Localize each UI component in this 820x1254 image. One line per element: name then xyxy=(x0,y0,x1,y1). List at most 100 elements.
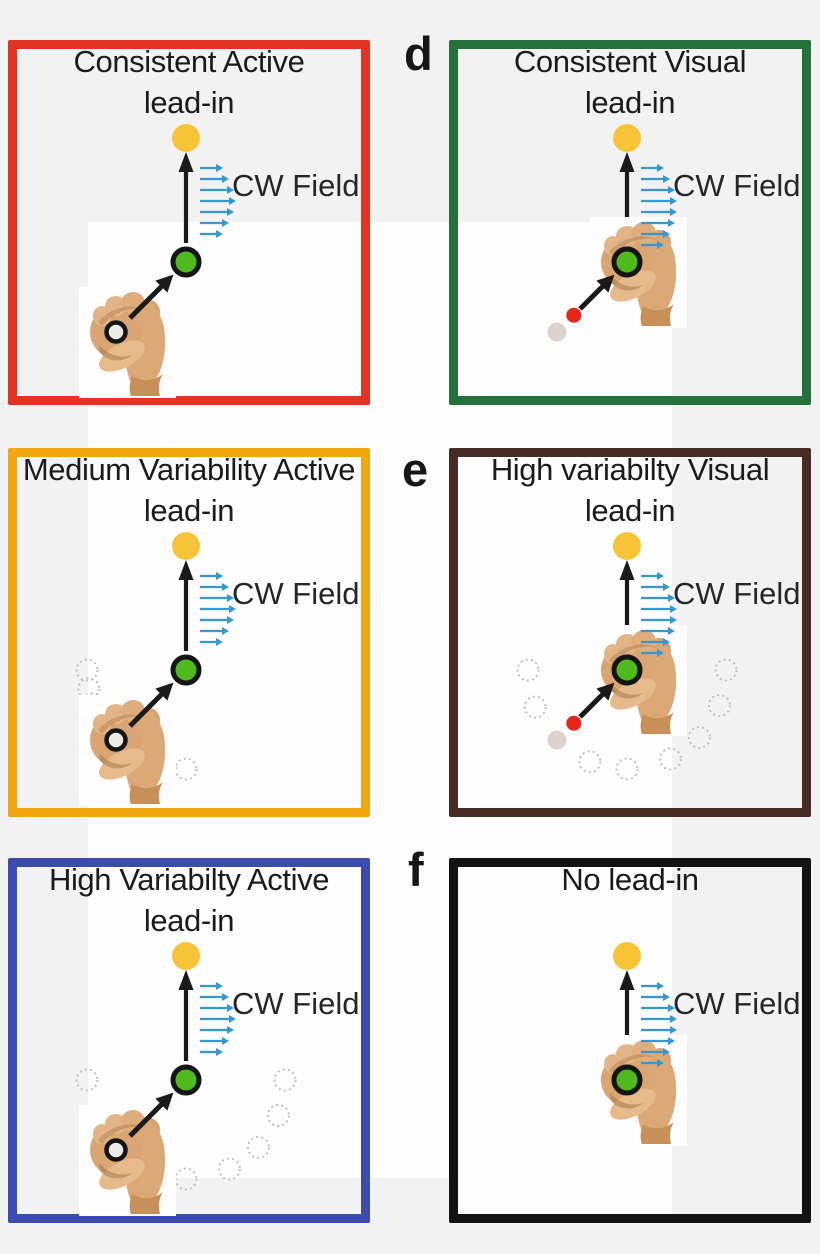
cw-field-label: CW Field xyxy=(232,168,360,203)
field-arrow-icon xyxy=(641,230,670,238)
field-arrow-icon xyxy=(641,241,664,249)
panel-title-line2: lead-in xyxy=(143,493,235,528)
field-arrow-icon xyxy=(641,1004,675,1012)
field-arrow-icon xyxy=(200,208,234,216)
cw-field-label-line1: CW xyxy=(232,986,284,1021)
field-arrow-icon xyxy=(200,1037,229,1045)
panel-letter-d: d xyxy=(404,27,433,80)
cw-field-arrows-icon xyxy=(641,982,677,1067)
start-distribution-circle xyxy=(523,695,547,719)
field-arrow-icon xyxy=(200,186,234,194)
panel-title: Medium Variability Active lead-in xyxy=(17,449,361,531)
field-arrow-icon xyxy=(641,1059,664,1067)
panel-border xyxy=(449,858,811,1223)
panel-letter-f: f xyxy=(408,843,424,896)
cw-field-label: CW Field xyxy=(232,578,359,609)
field-arrow-icon xyxy=(641,1048,670,1056)
reach-arrow-icon xyxy=(178,970,194,1061)
cw-field-label-line1: CW xyxy=(673,168,725,203)
via-target-circle xyxy=(170,246,202,278)
start-distribution-circle xyxy=(246,1136,270,1159)
panel-letter-e: e xyxy=(402,443,429,496)
lead-in-arrow-icon xyxy=(128,682,174,728)
field-arrow-icon xyxy=(641,219,675,227)
field-arrow-icon xyxy=(641,572,664,580)
field-arrow-icon xyxy=(200,594,234,602)
panel-border xyxy=(8,858,370,1223)
field-arrow-icon xyxy=(641,627,675,635)
hand-icon xyxy=(590,1035,687,1146)
start-dot xyxy=(547,322,567,342)
start-distribution-circle xyxy=(714,658,738,682)
field-arrow-icon xyxy=(200,1026,234,1034)
panel-title-line1: High Variabilty Active xyxy=(48,862,330,897)
cw-field-label: CW Field xyxy=(673,986,801,1021)
hand-icon xyxy=(79,695,176,806)
field-arrow-icon xyxy=(641,164,664,172)
panel-title: High variabilty Visual lead-in xyxy=(458,449,802,531)
panel-title-line2: lead-in xyxy=(143,903,235,938)
field-arrow-icon xyxy=(641,616,677,624)
start-circle xyxy=(104,320,128,344)
cursor-dot xyxy=(566,307,582,323)
final-target-circle xyxy=(172,942,200,970)
via-target-circle xyxy=(611,1064,643,1096)
cw-field-label-line2: Field xyxy=(292,168,360,203)
cw-field-arrows-icon xyxy=(200,572,236,646)
condition-panel-5: High Variabilty Active lead-in CW Field xyxy=(8,858,370,1223)
start-distribution-circle xyxy=(687,726,711,749)
panel-graphic xyxy=(75,532,236,806)
panel-graphic xyxy=(590,942,687,1146)
hand-icon xyxy=(79,1105,176,1216)
field-arrow-icon xyxy=(641,208,677,216)
field-arrow-icon xyxy=(641,638,670,646)
field-arrow-icon xyxy=(200,1004,234,1012)
start-distribution-circle xyxy=(174,757,198,781)
start-distribution-circle xyxy=(75,658,99,682)
field-arrow-icon xyxy=(200,219,229,227)
cw-field-arrows-icon xyxy=(641,572,677,657)
cw-field-label-line2: Field xyxy=(292,986,360,1021)
hand-icon xyxy=(590,625,687,736)
field-arrow-icon xyxy=(641,993,670,1001)
cw-field-label-line2: Field xyxy=(733,576,801,611)
cw-field-arrows-icon xyxy=(200,164,236,238)
start-distribution-circle xyxy=(516,658,540,682)
start-dot xyxy=(547,730,567,750)
cw-field-label: CW Field xyxy=(673,168,800,203)
field-arrow-icon xyxy=(641,1037,675,1045)
panel-title-line1: No lead-in xyxy=(561,862,699,897)
hand-icon xyxy=(590,217,687,328)
panel-title-line1: Medium Variability Active xyxy=(22,452,356,487)
panel-graphic xyxy=(516,532,738,781)
field-arrow-icon xyxy=(641,197,677,205)
lead-in-arrow-icon xyxy=(128,274,174,320)
panel-border xyxy=(8,448,370,817)
start-distribution-circle xyxy=(174,1167,198,1191)
field-arrow-icon xyxy=(200,605,236,613)
panel-border xyxy=(449,40,811,405)
start-circle xyxy=(104,728,128,752)
start-distribution-circle xyxy=(273,1068,297,1092)
cw-field-label-line2: Field xyxy=(733,986,801,1021)
field-arrow-icon xyxy=(641,594,675,602)
panel-border xyxy=(449,448,811,817)
lead-in-arrow-icon xyxy=(128,1092,174,1138)
start-distribution-circle xyxy=(615,757,639,781)
cw-field-label-line1: CW xyxy=(232,168,284,203)
lead-in-arrow-icon xyxy=(578,274,615,311)
field-arrow-icon xyxy=(200,164,223,172)
via-target-circle xyxy=(611,654,643,686)
cw-field-label-line1: CW xyxy=(673,986,725,1021)
panel-title: Consistent Active lead-in xyxy=(17,41,361,123)
start-circle xyxy=(104,1138,128,1162)
cursor-dot xyxy=(566,715,582,731)
start-distribution-circle xyxy=(707,694,731,717)
field-arrow-icon xyxy=(200,197,236,205)
panel-title-line1: Consistent Visual xyxy=(513,44,747,79)
field-arrow-icon xyxy=(200,616,234,624)
panel-title-line1: Consistent Active xyxy=(73,44,305,79)
panel-title-line2: lead-in xyxy=(584,85,676,120)
cw-field-arrows-icon xyxy=(641,164,677,249)
final-target-circle xyxy=(172,124,200,152)
